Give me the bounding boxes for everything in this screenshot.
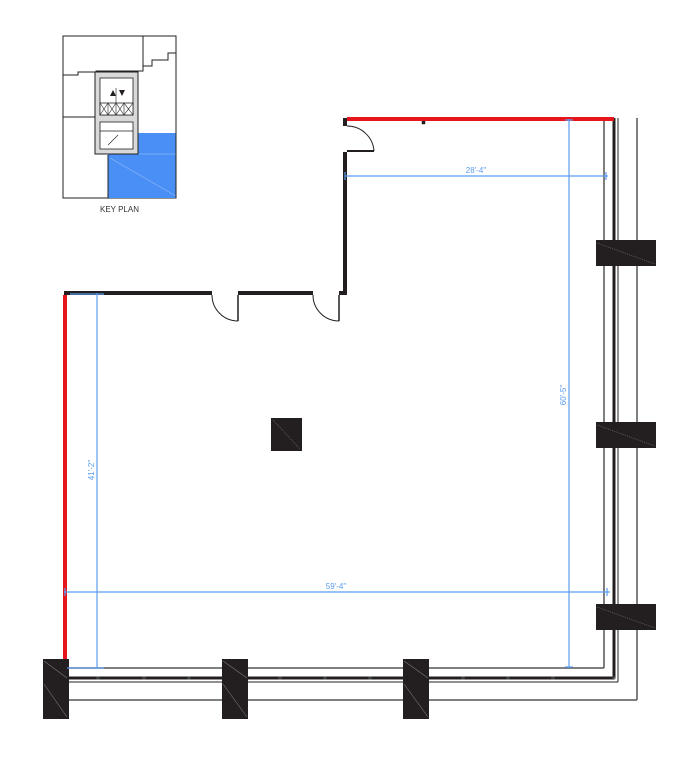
demising-wall-west bbox=[63, 295, 67, 661]
door-swing-3 bbox=[346, 125, 375, 152]
column-interior bbox=[271, 418, 302, 451]
wall-west-upper bbox=[343, 152, 347, 295]
key-plan: KEY PLAN bbox=[62, 35, 177, 214]
demising-walls bbox=[63, 117, 614, 661]
dimension-right-label: 60'-5" bbox=[559, 385, 568, 406]
door-swing-2 bbox=[312, 294, 340, 322]
exterior-wall-east bbox=[603, 118, 638, 700]
interior-walls bbox=[64, 118, 426, 295]
columns bbox=[43, 240, 656, 719]
dimension-lines bbox=[64, 119, 610, 669]
column-south-2 bbox=[222, 659, 248, 719]
doors bbox=[211, 125, 375, 322]
column-east-3 bbox=[596, 604, 656, 630]
column-east-1 bbox=[596, 240, 656, 266]
key-plan-label: KEY PLAN bbox=[100, 205, 139, 214]
dimension-left-label: 41'-2" bbox=[87, 460, 96, 481]
column-east-2 bbox=[596, 422, 656, 448]
exterior-wall-south bbox=[66, 667, 637, 701]
column-south-1 bbox=[43, 659, 69, 719]
dimension-bottom-label: 59'-4" bbox=[326, 582, 347, 591]
wall-north-middle bbox=[238, 291, 313, 295]
wall-north-west bbox=[64, 291, 212, 295]
dimension-top-label: 28'-4" bbox=[466, 166, 487, 175]
stair-up-icon bbox=[110, 90, 116, 96]
door-swing-1 bbox=[211, 294, 239, 322]
demising-wall-north bbox=[347, 117, 614, 121]
column-south-3 bbox=[403, 659, 429, 719]
stair-down-icon bbox=[119, 90, 125, 96]
